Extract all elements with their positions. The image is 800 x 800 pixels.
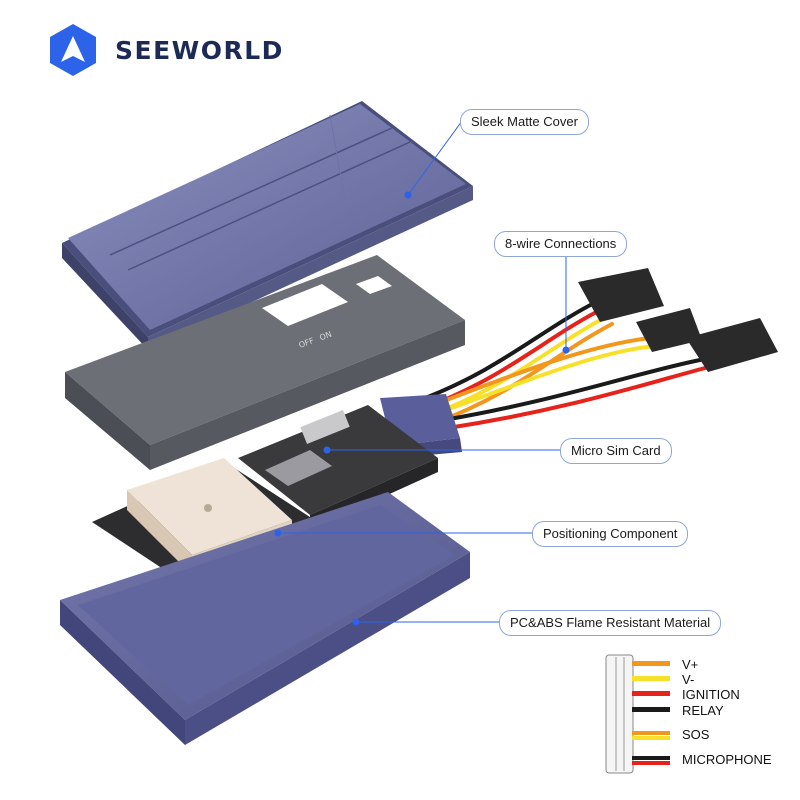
legend-bracket: [605, 654, 634, 774]
legend-label-v-minus: V-: [682, 672, 695, 687]
legend-swatch: [632, 661, 670, 666]
legend-label-microphone: MICROPHONE: [682, 752, 772, 767]
legend-swatch: [632, 761, 670, 765]
legend-swatch: [632, 756, 670, 760]
switch-on-label: ON: [318, 330, 333, 343]
wire-harness: [418, 298, 707, 430]
leader-lines: [274, 120, 570, 626]
matte-cover: [62, 101, 473, 350]
legend-label-relay: RELAY: [682, 703, 724, 718]
legend-label-sos: SOS: [682, 727, 710, 742]
callout-8-wire-connections: 8-wire Connections: [494, 231, 628, 257]
inner-tray: OFF ON: [65, 255, 465, 470]
bottom-case: [60, 492, 470, 745]
legend-label-ignition: IGNITION: [682, 687, 740, 702]
seeworld-logo-icon: [50, 24, 96, 76]
legend-swatch: [632, 736, 670, 740]
legend-swatch: [632, 707, 670, 712]
callout-sleek-matte-cover: Sleek Matte Cover: [460, 109, 589, 135]
legend-swatch: [632, 691, 670, 696]
legend-swatches: [632, 661, 670, 765]
legend-label-v-plus: V+: [682, 657, 699, 672]
callout-micro-sim-card: Micro Sim Card: [560, 438, 672, 464]
legend-swatch: [632, 731, 670, 735]
brand-name: SEEWORLD: [115, 35, 284, 65]
callout-positioning-component: Positioning Component: [532, 521, 689, 547]
callout-flame-resistant-material: PC&ABS Flame Resistant Material: [499, 610, 722, 636]
brand-header: SEEWORLD: [47, 22, 284, 78]
legend-swatch: [632, 676, 670, 681]
